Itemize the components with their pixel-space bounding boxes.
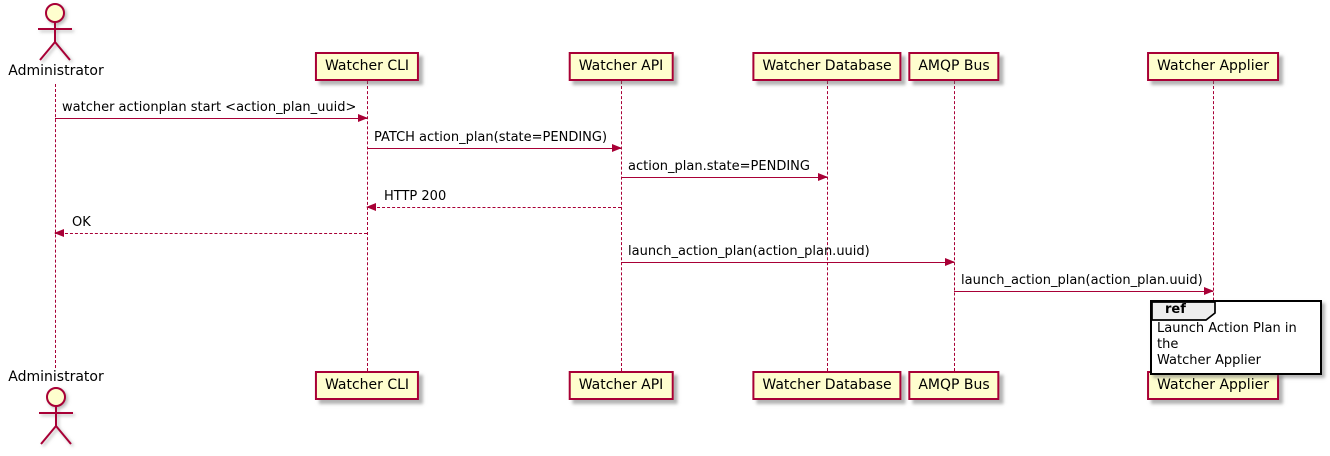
arrowhead-icon [818, 173, 828, 181]
message-ok: OK [54, 215, 367, 237]
message-line [621, 177, 827, 178]
message-line [367, 148, 621, 149]
message-label: action_plan.state=PENDING [628, 159, 810, 174]
participant-watcher-applier-bottom: Watcher Applier [1147, 371, 1279, 400]
arrowhead-icon [54, 229, 64, 237]
participant-watcher-cli: Watcher CLI [314, 52, 420, 81]
participant-watcher-database-bottom: Watcher Database [752, 371, 902, 400]
ref-text-line2: Watcher Applier [1157, 353, 1261, 368]
participant-watcher-applier: Watcher Applier [1147, 52, 1279, 81]
actor-icon [38, 3, 72, 61]
ref-keyword: ref [1165, 302, 1186, 317]
message-label: HTTP 200 [384, 189, 447, 204]
participant-watcher-database: Watcher Database [752, 52, 902, 81]
message-label: PATCH action_plan(state=PENDING) [374, 130, 608, 145]
participant-amqp-bus-bottom: AMQP Bus [908, 371, 1000, 400]
arrowhead-icon [945, 258, 955, 266]
message-launch-action-plan-amqp: launch_action_plan(action_plan.uuid) [621, 244, 955, 266]
message-line [55, 233, 367, 234]
message-patch-action-plan: PATCH action_plan(state=PENDING) [367, 130, 622, 152]
message-label: launch_action_plan(action_plan.uuid) [961, 273, 1203, 288]
actor-icon-bottom [39, 387, 73, 445]
message-state-pending: action_plan.state=PENDING [621, 159, 828, 181]
lifeline-watcher-cli [367, 81, 368, 371]
actor-label: Administrator [8, 63, 104, 79]
message-label: watcher actionplan start <action_plan_uu… [62, 100, 357, 115]
message-label: OK [72, 215, 91, 230]
ref-pentagon-icon [1151, 301, 1216, 321]
arrowhead-icon [366, 203, 376, 211]
message-launch-action-plan-applier: launch_action_plan(action_plan.uuid) [954, 273, 1214, 295]
ref-header: ref [1151, 301, 1320, 321]
lifeline-watcher-api [621, 81, 622, 371]
ref-text: Launch Action Plan in the Watcher Applie… [1152, 319, 1320, 373]
lifeline-amqp-bus [954, 81, 955, 371]
participant-watcher-cli-bottom: Watcher CLI [314, 371, 420, 400]
message-actionplan-start: watcher actionplan start <action_plan_uu… [55, 100, 368, 122]
arrowhead-icon [358, 114, 368, 122]
arrowhead-icon [612, 144, 622, 152]
participant-watcher-api-bottom: Watcher API [568, 371, 674, 400]
message-line [954, 291, 1213, 292]
lifeline-watcher-applier [1213, 81, 1214, 371]
actor-label-bottom: Administrator [8, 369, 104, 385]
message-line [621, 262, 954, 263]
arrowhead-icon [1204, 287, 1214, 295]
lifeline-administrator [55, 84, 56, 368]
ref-text-line1: Launch Action Plan in the [1157, 321, 1297, 352]
ref-fragment: ref Launch Action Plan in the Watcher Ap… [1150, 300, 1322, 375]
lifeline-watcher-database [827, 81, 828, 371]
message-label: launch_action_plan(action_plan.uuid) [628, 244, 870, 259]
message-line [367, 207, 621, 208]
message-line [55, 118, 367, 119]
participant-watcher-api: Watcher API [568, 52, 674, 81]
participant-amqp-bus: AMQP Bus [908, 52, 1000, 81]
message-http-200: HTTP 200 [366, 189, 621, 211]
